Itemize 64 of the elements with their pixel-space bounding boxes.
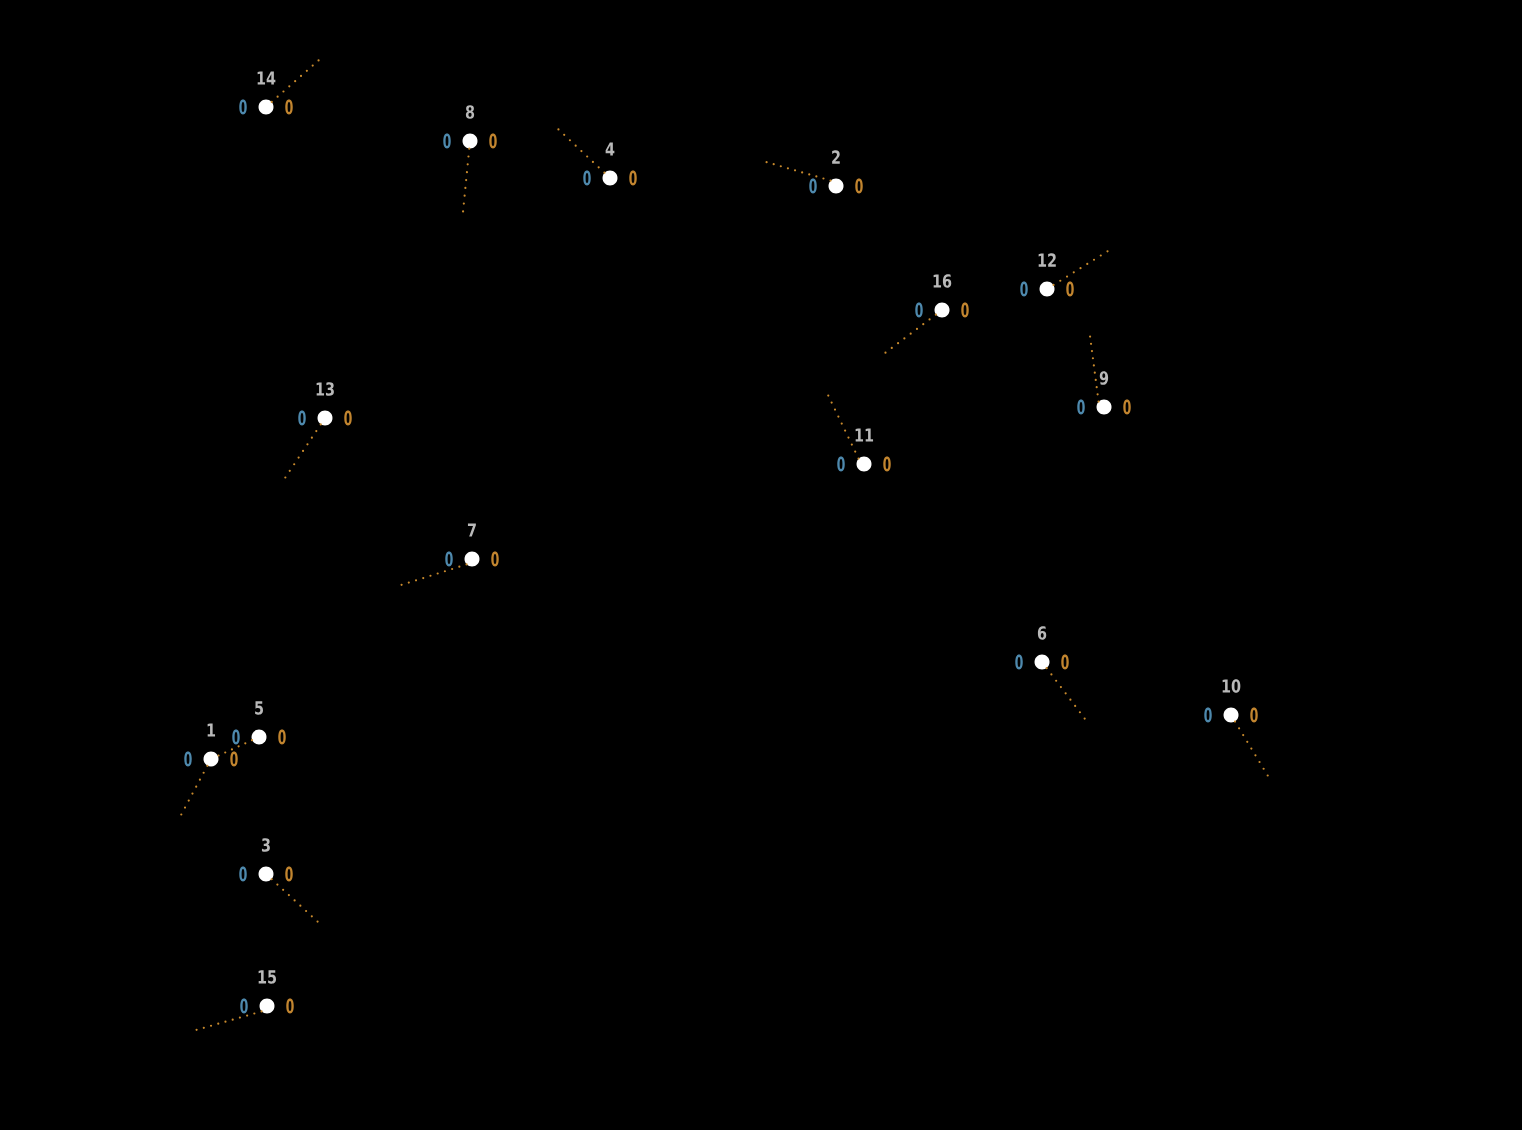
- number-label: 5: [255, 701, 263, 715]
- side-number: 0: [285, 99, 293, 115]
- dotted-line: [1052, 249, 1110, 287]
- number-label: 9: [1099, 371, 1109, 385]
- side-number: 0: [445, 551, 453, 567]
- number-label: 11: [855, 428, 874, 442]
- side-number: 0: [240, 998, 248, 1014]
- dotted-line: [1233, 720, 1270, 778]
- side-number: 0: [278, 729, 286, 745]
- number-label: 1: [207, 723, 216, 737]
- number-label: 2: [832, 150, 840, 164]
- side-number: 0: [184, 751, 192, 767]
- side-number: 0: [344, 410, 352, 426]
- dotted-line: [461, 147, 471, 214]
- side-number: 0: [285, 866, 293, 882]
- dotted-line: [283, 423, 322, 480]
- side-number: 0: [915, 302, 923, 318]
- dotted-line: [764, 160, 832, 182]
- side-number: 0: [230, 751, 238, 767]
- side-number: 0: [298, 410, 306, 426]
- number-label: 6: [1037, 626, 1047, 640]
- side-number: 0: [239, 99, 247, 115]
- side-number: 0: [629, 170, 637, 186]
- side-number: 0: [961, 302, 969, 318]
- side-number: 0: [809, 178, 817, 194]
- dotted-line: [270, 878, 320, 924]
- side-number: 0: [1204, 707, 1212, 723]
- side-number: 0: [883, 456, 891, 472]
- number-label: 14: [257, 71, 276, 85]
- dotted-line: [216, 739, 254, 757]
- side-number: 0: [1123, 399, 1131, 415]
- dotted-line: [1088, 334, 1100, 403]
- dotted-line: [556, 127, 606, 174]
- dotted-line: [399, 563, 468, 587]
- side-number: 0: [1077, 399, 1085, 415]
- side-number: 0: [443, 133, 451, 149]
- side-number: 0: [1066, 281, 1074, 297]
- side-number: 0: [286, 998, 294, 1014]
- side-number: 0: [489, 133, 497, 149]
- number-label: 10: [1222, 679, 1241, 693]
- number-label: 13: [316, 382, 334, 396]
- dotted-line: [194, 1010, 263, 1032]
- side-number: 0: [1250, 707, 1258, 723]
- number-label: 12: [1038, 253, 1056, 267]
- number-label: 4: [605, 142, 615, 156]
- number-label: 16: [933, 274, 952, 288]
- number-label: 7: [467, 523, 476, 537]
- dotted-line: [1045, 667, 1087, 721]
- side-number: 0: [855, 178, 863, 194]
- side-number: 0: [837, 456, 845, 472]
- dotted-line: [883, 313, 937, 355]
- side-number: 0: [239, 866, 247, 882]
- number-label: 8: [465, 105, 475, 119]
- dotted-line: [826, 393, 860, 460]
- side-number: 0: [1015, 654, 1023, 670]
- number-label: 3: [261, 838, 270, 852]
- dotted-line: [270, 58, 321, 103]
- side-number: 0: [1020, 281, 1028, 297]
- side-number: 0: [491, 551, 499, 567]
- number-label: 15: [258, 970, 277, 984]
- side-number: 0: [232, 729, 240, 745]
- side-number: 0: [1061, 654, 1069, 670]
- dotted-line: [179, 764, 209, 817]
- side-number: 0: [583, 170, 591, 186]
